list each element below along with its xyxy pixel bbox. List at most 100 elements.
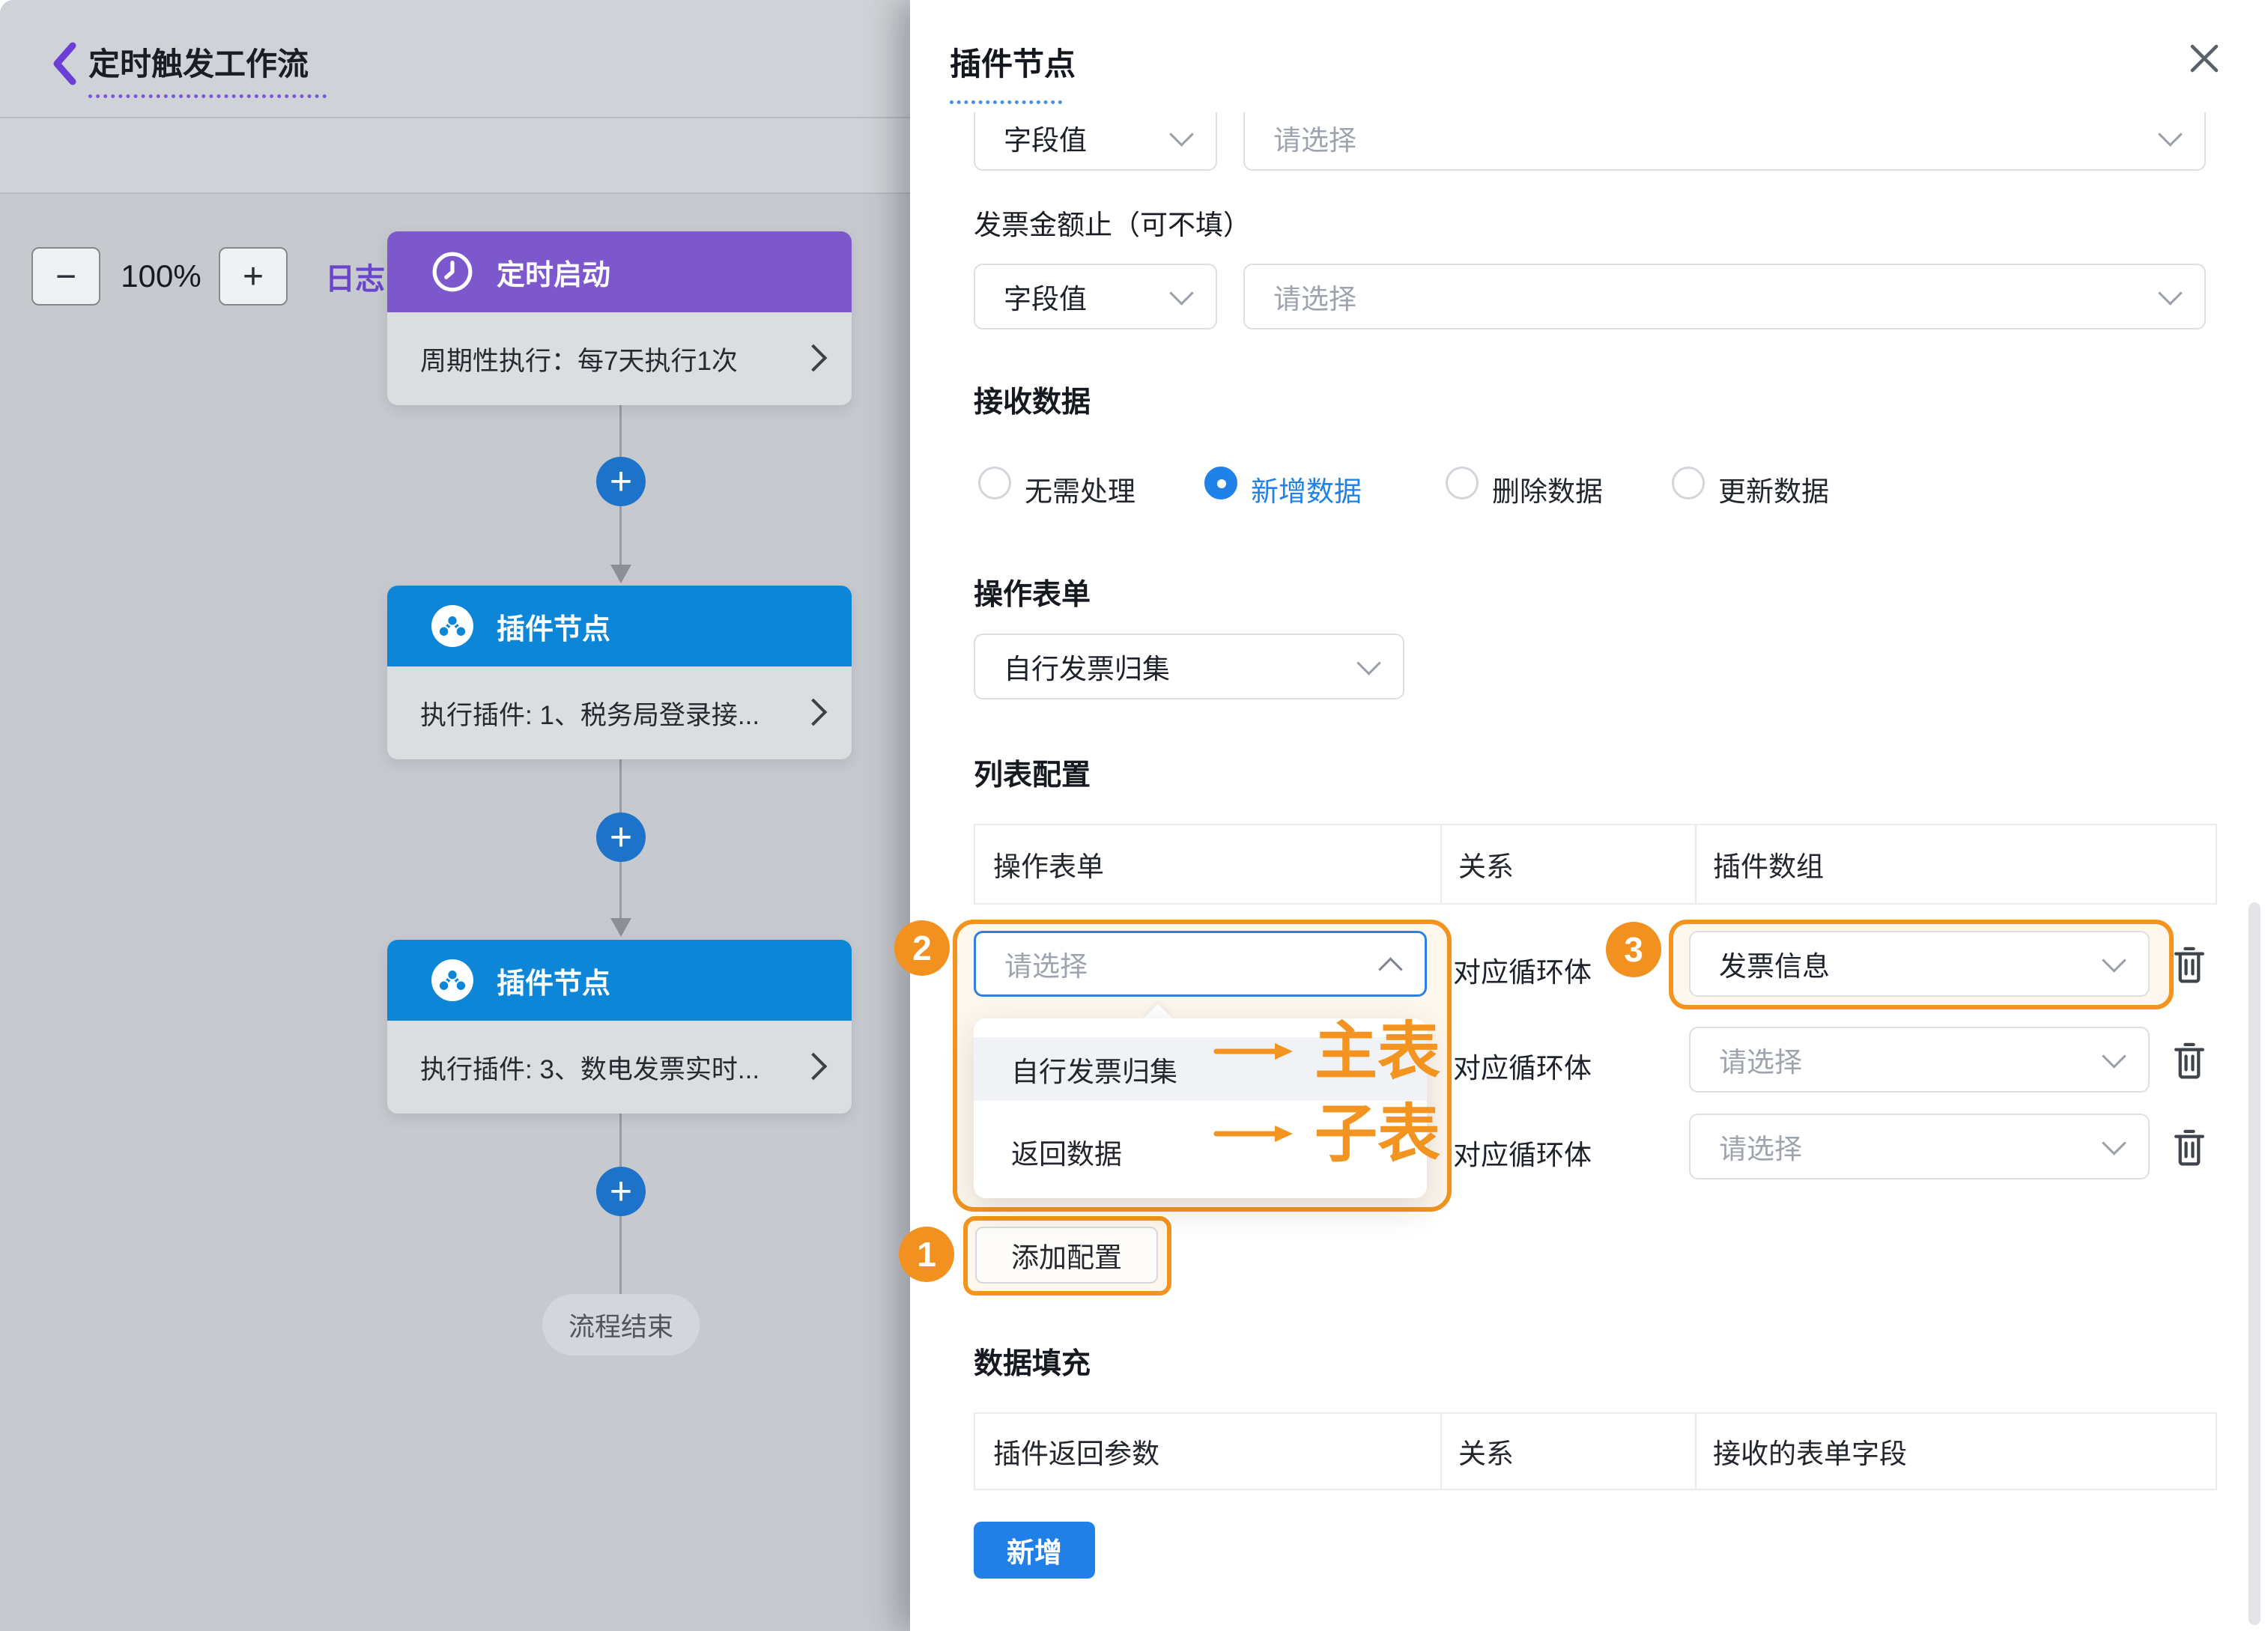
column-header: 插件数组 bbox=[1713, 851, 1824, 882]
panel-scrollbar[interactable] bbox=[2249, 902, 2261, 1625]
chevron-right-icon bbox=[799, 344, 828, 372]
field-type-select-2[interactable]: 字段值 bbox=[974, 264, 1217, 329]
annotation-sub-table: 子表 bbox=[1315, 1099, 1441, 1169]
chevron-down-icon bbox=[2158, 281, 2183, 306]
close-icon[interactable] bbox=[2183, 37, 2225, 79]
select-value: 字段值 bbox=[1004, 125, 1087, 156]
radio-add-data-label: 新增数据 bbox=[1251, 476, 1362, 507]
select-value: 字段值 bbox=[1004, 284, 1087, 315]
zoom-in-button[interactable]: + bbox=[219, 247, 288, 306]
trash-icon[interactable] bbox=[2169, 942, 2210, 985]
field-value-select[interactable]: 请选择 bbox=[1243, 105, 2206, 171]
node-timer-body[interactable]: 周期性执行：每7天执行1次 bbox=[387, 312, 852, 405]
select-placeholder: 请选择 bbox=[1719, 1134, 1802, 1164]
node-subtitle: 执行插件: 3、数电发票实时... bbox=[420, 1054, 760, 1084]
operate-form-label: 操作表单 bbox=[974, 579, 1091, 611]
node-plugin-2[interactable]: 插件节点 执行插件: 3、数电发票实时... bbox=[387, 940, 852, 1114]
radio-no-process[interactable] bbox=[978, 467, 1011, 499]
trash-icon[interactable] bbox=[2169, 1038, 2210, 1081]
column-header: 插件返回参数 bbox=[993, 1439, 1159, 1469]
node-plugin-header: 插件节点 bbox=[387, 586, 852, 666]
row3-relation-label: 对应循环体 bbox=[1453, 1140, 1592, 1170]
node-timer-header: 定时启动 bbox=[387, 231, 852, 312]
dropdown-option-return-data[interactable]: 返回数据 bbox=[1011, 1138, 1122, 1170]
annotation-badge-1: 1 bbox=[899, 1227, 954, 1282]
chevron-down-icon bbox=[2102, 1131, 2126, 1155]
chevron-down-icon bbox=[1169, 122, 1194, 147]
flow-end-node: 流程结束 bbox=[542, 1294, 700, 1355]
chevron-right-icon bbox=[799, 1052, 828, 1081]
list-config-label: 列表配置 bbox=[974, 759, 1091, 792]
node-title: 插件节点 bbox=[497, 613, 611, 646]
field-type-select[interactable]: 字段值 bbox=[974, 105, 1217, 171]
arrow-down-icon bbox=[610, 918, 631, 937]
receive-data-label: 接收数据 bbox=[974, 386, 1091, 419]
row1-form-select-open[interactable]: 请选择 bbox=[974, 931, 1427, 997]
log-link[interactable]: 日志 bbox=[325, 263, 385, 296]
column-header: 关系 bbox=[1458, 1439, 1514, 1469]
add-new-button[interactable]: 新增 bbox=[974, 1522, 1095, 1579]
node-subtitle: 周期性执行：每7天执行1次 bbox=[420, 346, 738, 376]
add-node-button[interactable]: + bbox=[596, 457, 646, 506]
column-divider bbox=[1695, 1414, 1697, 1489]
amount-to-label: 发票金额止（可不填） bbox=[974, 210, 1251, 240]
title-underline bbox=[88, 72, 327, 98]
plugin-icon bbox=[431, 604, 474, 648]
operate-form-select[interactable]: 自行发票归集 bbox=[974, 634, 1404, 699]
row3-array-select[interactable]: 请选择 bbox=[1689, 1114, 2150, 1179]
clock-icon bbox=[431, 250, 474, 294]
chevron-down-icon bbox=[2102, 1044, 2126, 1069]
annotation-arrow-icon bbox=[1213, 1040, 1296, 1066]
panel-header: 插件节点 bbox=[910, 0, 2268, 112]
canvas-header: 定时触发工作流 bbox=[0, 0, 910, 118]
field-value-select-2[interactable]: 请选择 bbox=[1243, 264, 2206, 329]
trash-icon[interactable] bbox=[2169, 1125, 2210, 1168]
zoom-level: 100% bbox=[121, 258, 201, 294]
chevron-up-icon bbox=[1378, 957, 1403, 982]
radio-add-data[interactable] bbox=[1204, 467, 1237, 499]
data-fill-label: 数据填充 bbox=[974, 1348, 1091, 1380]
radio-delete-data[interactable] bbox=[1446, 467, 1479, 499]
node-title: 定时启动 bbox=[497, 259, 611, 291]
data-fill-table-header: 插件返回参数 关系 接收的表单字段 bbox=[974, 1412, 2217, 1490]
plugin-icon bbox=[431, 959, 474, 1002]
canvas-toolbar: − 100% + 日志 bbox=[0, 118, 910, 306]
node-timer-start[interactable]: 定时启动 周期性执行：每7天执行1次 bbox=[387, 231, 852, 405]
node-plugin-1[interactable]: 插件节点 执行插件: 1、税务局登录接... bbox=[387, 586, 852, 759]
select-placeholder: 请选择 bbox=[1719, 1047, 1802, 1078]
add-node-button[interactable]: + bbox=[596, 1167, 646, 1216]
annotation-main-table: 主表 bbox=[1315, 1016, 1441, 1087]
select-placeholder: 请选择 bbox=[1273, 125, 1356, 156]
column-header: 关系 bbox=[1458, 851, 1514, 882]
column-divider bbox=[1440, 1414, 1442, 1489]
node-plugin-2-body[interactable]: 执行插件: 3、数电发票实时... bbox=[387, 1021, 852, 1114]
select-value: 自行发票归集 bbox=[1004, 654, 1170, 684]
select-value: 发票信息 bbox=[1719, 951, 1830, 982]
chevron-down-icon bbox=[2158, 122, 2183, 147]
add-node-button[interactable]: + bbox=[596, 813, 646, 862]
chevron-down-icon bbox=[2102, 948, 2126, 973]
zoom-out-button[interactable]: − bbox=[31, 247, 100, 306]
select-placeholder: 请选择 bbox=[1004, 951, 1088, 982]
node-plugin-header: 插件节点 bbox=[387, 940, 852, 1021]
radio-update-data[interactable] bbox=[1672, 467, 1705, 499]
row1-array-select[interactable]: 发票信息 bbox=[1689, 931, 2150, 997]
row2-array-select[interactable]: 请选择 bbox=[1689, 1027, 2150, 1093]
node-plugin-1-body[interactable]: 执行插件: 1、税务局登录接... bbox=[387, 666, 852, 759]
radio-no-process-label: 无需处理 bbox=[1025, 476, 1135, 507]
add-config-button[interactable]: 添加配置 bbox=[975, 1227, 1158, 1284]
select-placeholder: 请选择 bbox=[1273, 284, 1356, 315]
row1-relation-label: 对应循环体 bbox=[1453, 957, 1592, 988]
column-header: 接收的表单字段 bbox=[1713, 1439, 1907, 1469]
column-divider bbox=[1440, 825, 1442, 903]
column-divider bbox=[1695, 825, 1697, 903]
panel-title-underline bbox=[950, 78, 1062, 104]
chevron-down-icon bbox=[1169, 281, 1194, 306]
radio-update-data-label: 更新数据 bbox=[1718, 476, 1829, 507]
dropdown-option-main-table[interactable]: 自行发票归集 bbox=[974, 1037, 1427, 1101]
back-icon[interactable] bbox=[48, 40, 81, 87]
plugin-node-config-panel bbox=[910, 0, 2268, 1631]
arrow-down-icon bbox=[610, 565, 631, 583]
annotation-arrow-icon bbox=[1213, 1123, 1296, 1149]
